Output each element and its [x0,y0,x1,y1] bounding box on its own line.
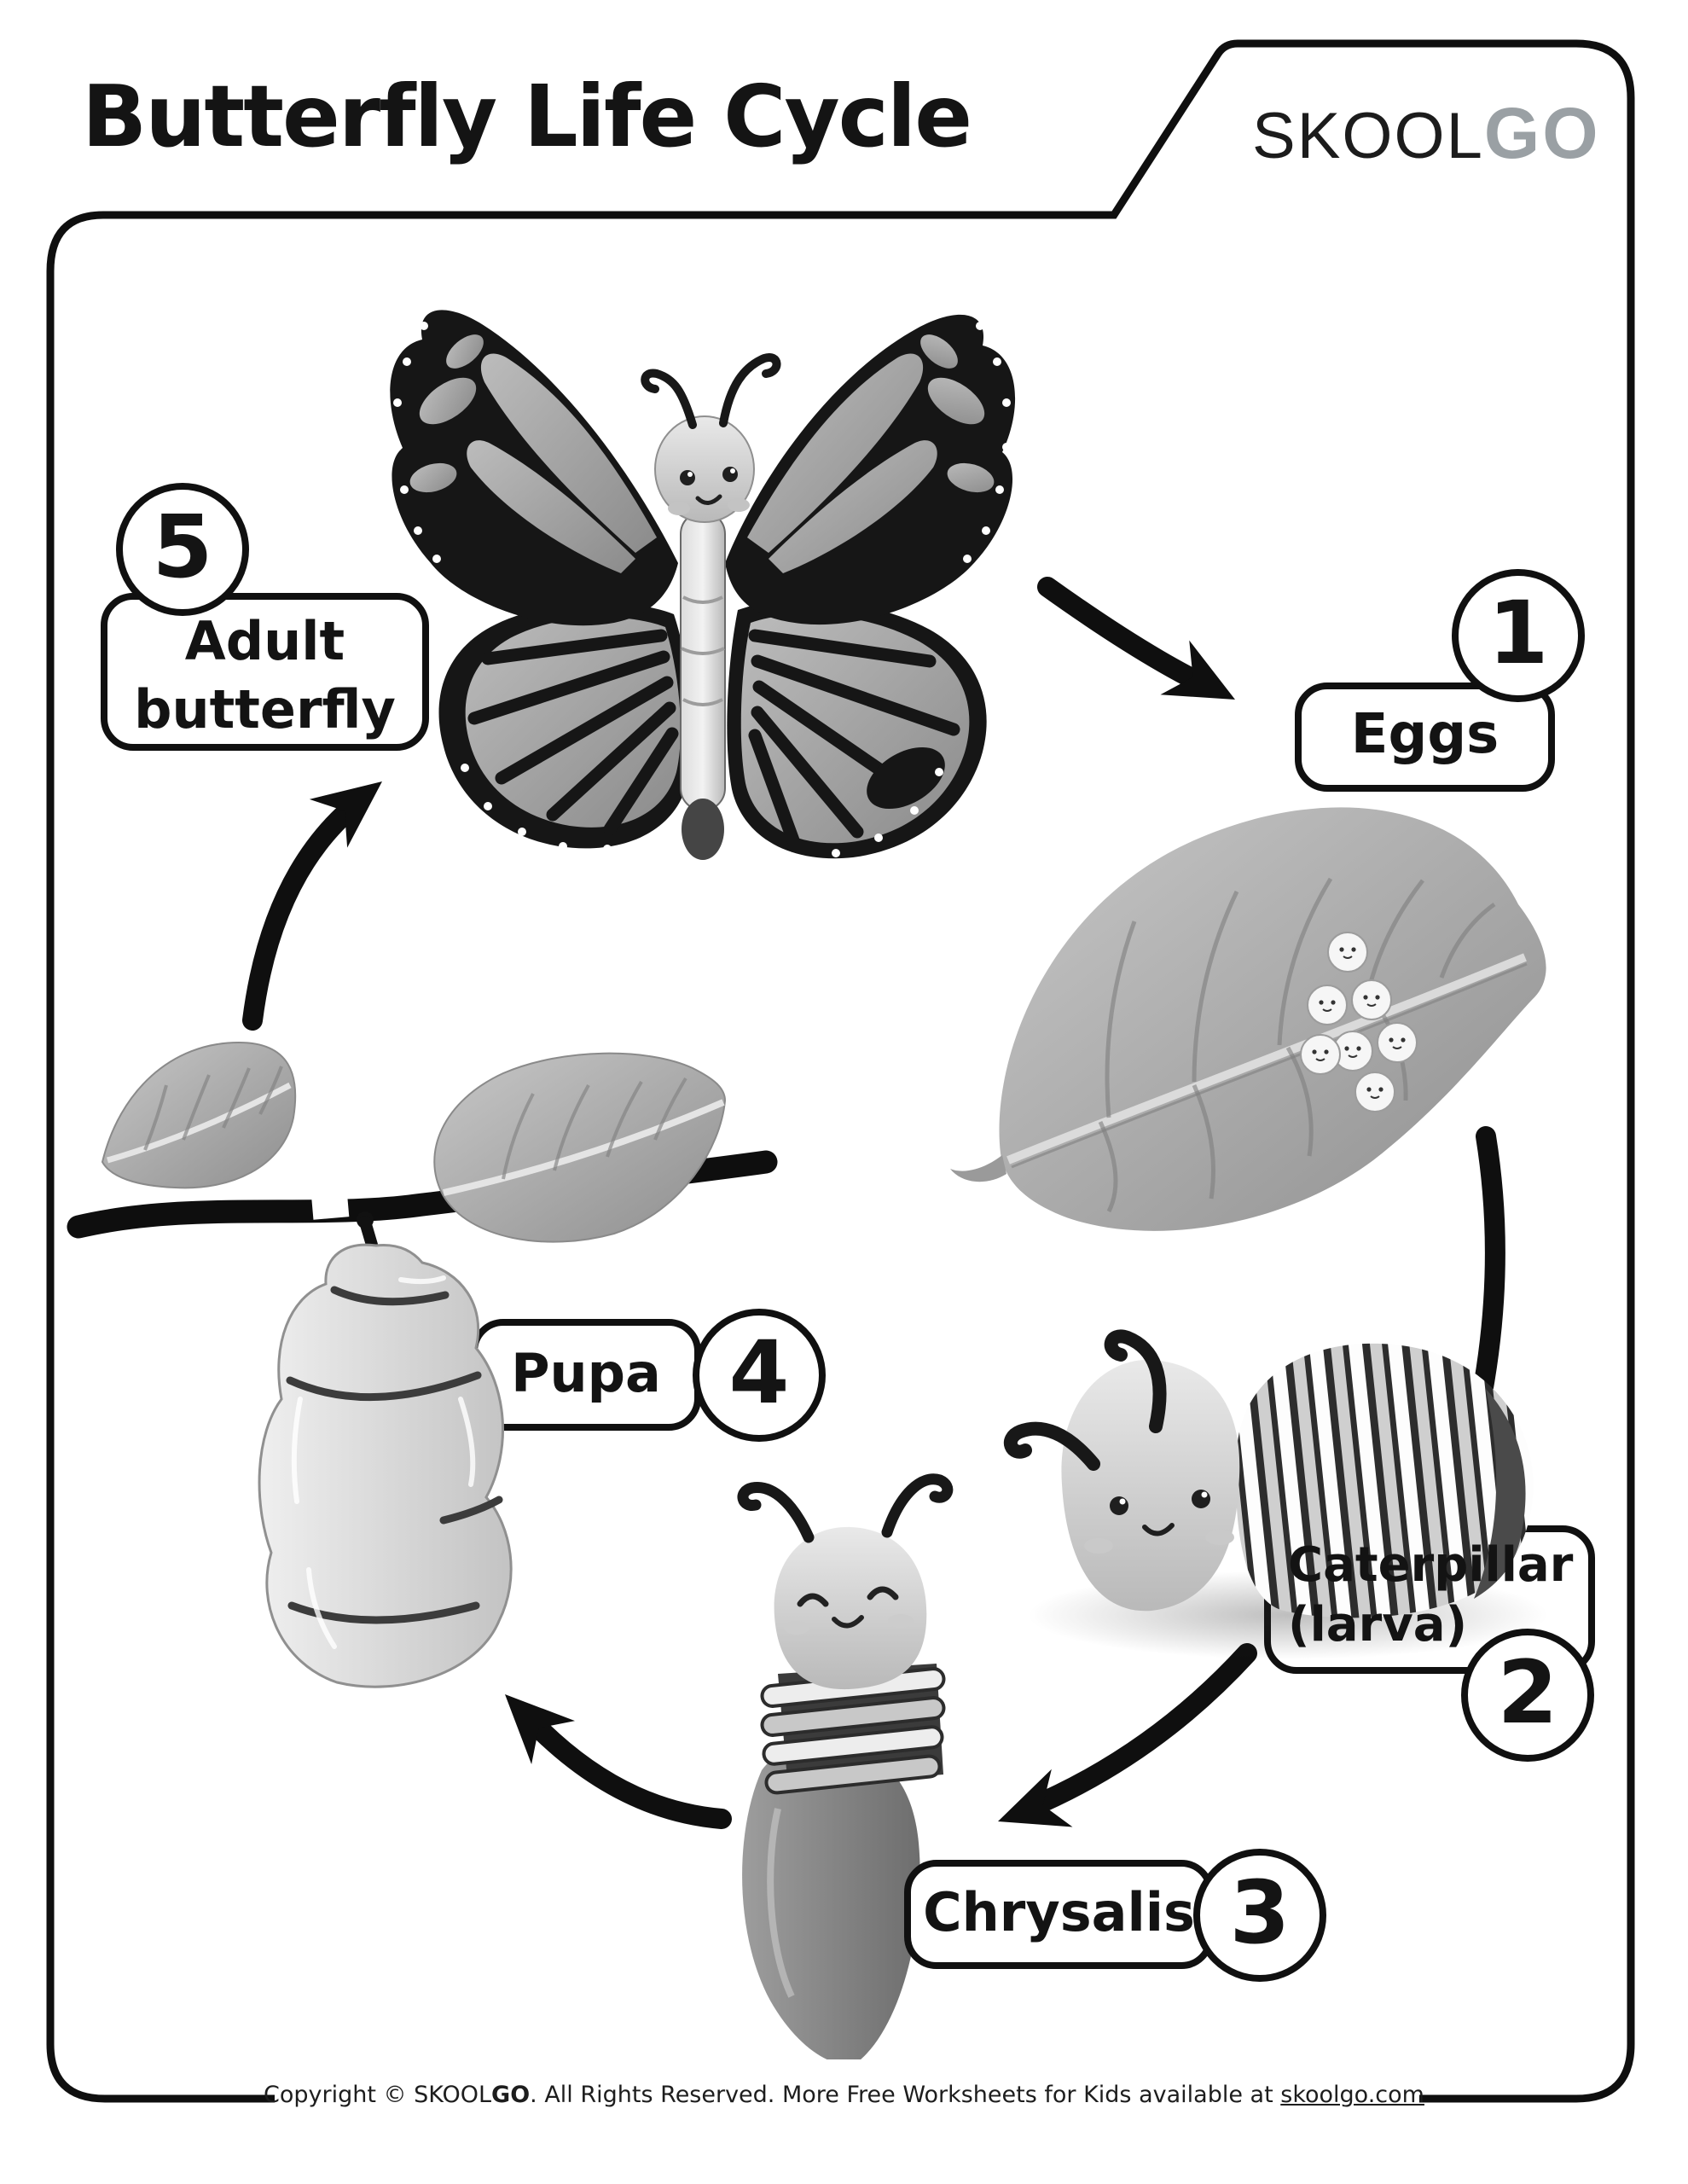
caterpillar-antennae [1003,1329,1167,1471]
pupa-illustration [258,1211,513,1688]
label-line-adult: Adult [184,610,345,672]
footer-text-middle: . All Rights Reserved. More Free Workshe… [530,2082,1281,2108]
footer-text-go: GO [491,2082,531,2108]
stage-badge-1: 1 [1452,569,1585,702]
stage-number-3: 3 [1229,1862,1291,1964]
logo-text-skool: SKOOL [1252,100,1484,172]
leaf-with-eggs-illustration [950,807,1546,1231]
label-text-adult-butterfly: Adult butterfly [101,607,429,744]
frame-border [46,39,1635,2103]
footer-text-prefix: Copyright © SKOOL [264,2082,492,2108]
butterfly-illustration [390,310,1016,860]
butterfly-antennae [641,353,781,429]
label-text-pupa: Pupa [511,1342,661,1404]
footer-link-skoolgo[interactable]: skoolgo.com [1280,2082,1424,2108]
label-text-chrysalis: Chrysalis [923,1881,1195,1943]
arrow-eggs-to-caterpillar [1418,1126,1505,1529]
stage-badge-4: 4 [693,1309,826,1442]
butterfly-eggs [1300,932,1418,1112]
stage-number-1: 1 [1488,582,1549,684]
logo-text-go: GO [1483,93,1601,173]
branch-illustration [67,1041,778,1243]
stage-badge-2: 2 [1461,1629,1594,1762]
stage-badge-5: 5 [116,483,249,616]
label-line-caterpillar: Caterpillar [1288,1537,1574,1593]
label-text-eggs: Eggs [1350,703,1499,766]
chrysalis-illustration [737,1473,954,2065]
chrysalis-antennae [737,1473,954,1543]
stage-number-5: 5 [152,496,213,598]
arrow-chrysalis-to-pupa [483,1672,732,1829]
stage-number-2: 2 [1497,1641,1558,1744]
arrow-caterpillar-to-chrysalis [987,1643,1257,1850]
stage-number-4: 4 [728,1321,790,1424]
page-title: Butterfly Life Cycle [82,67,972,166]
stage-badge-3: 3 [1193,1849,1326,1982]
arrow-butterfly-to-eggs [1037,577,1250,727]
arrow-pupa-to-butterfly [242,757,402,1031]
label-line-butterfly: butterfly [134,678,396,741]
footer-copyright: Copyright © SKOOLGO. All Rights Reserved… [0,2082,1688,2108]
